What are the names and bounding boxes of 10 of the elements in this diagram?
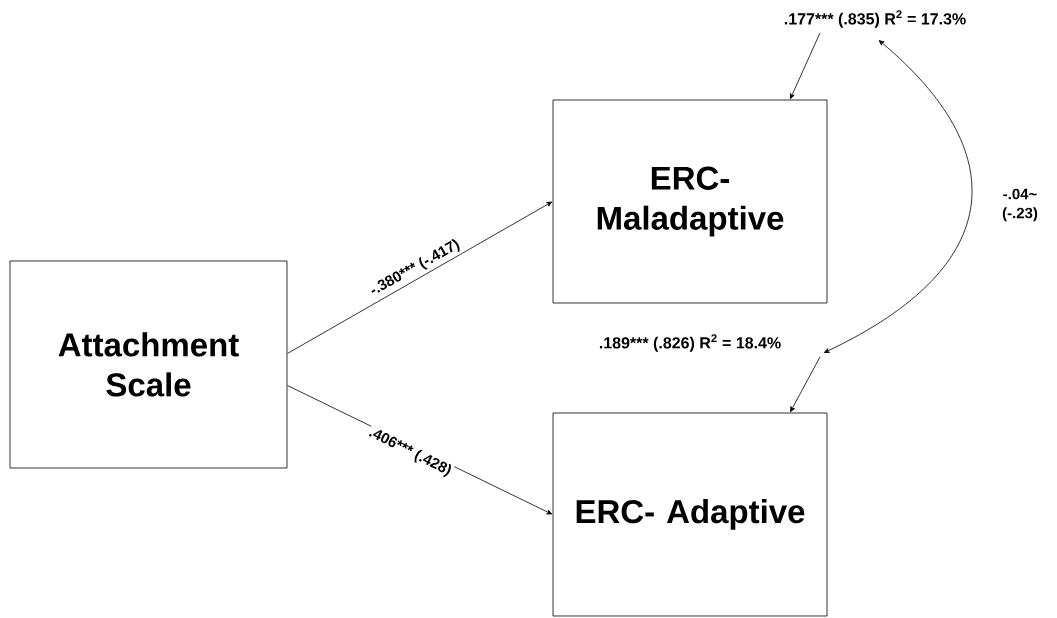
arrow — [790, 356, 821, 413]
residual-label: .189*** (.826) R$^{2}$ = 18.4% — [599, 334, 781, 352]
edge-label: -.04~ (-.23) — [997, 187, 1043, 223]
variable-box: ERC- Adaptive — [552, 412, 828, 617]
arrow — [287, 201, 553, 354]
arrow — [823, 40, 972, 353]
arrow — [790, 32, 821, 100]
variable-box: ERC- Maladaptive — [552, 99, 828, 304]
residual-label: .177*** (.835) R$^{2}$ = 17.3% — [784, 10, 966, 28]
variable-box: Attachment Scale — [9, 260, 288, 469]
